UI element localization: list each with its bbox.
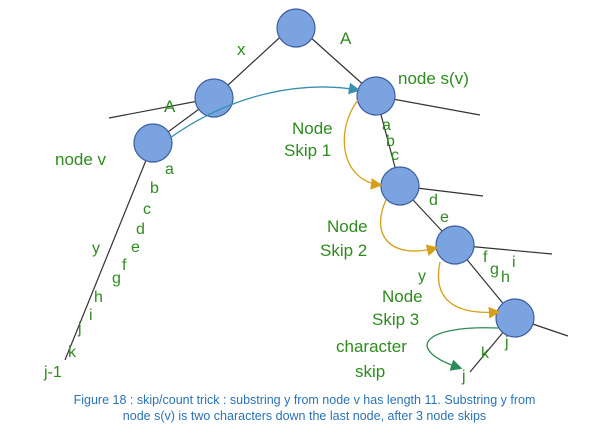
label-skip3-line2: Skip 3 [372,310,419,329]
node-skip3 [495,298,535,338]
label-skip1-line2: Skip 1 [284,141,331,160]
char-b-left: b [150,180,159,197]
label-node-sv: node s(v) [398,69,469,88]
label-x: x [237,40,246,59]
label-node-v: node v [55,150,107,169]
label-skip1-line1: Node [292,119,333,138]
label-skip2-line2: Skip 2 [320,241,367,260]
node-v [133,123,173,163]
node-skip-2-arrow [380,199,439,256]
char-c-right: c [391,147,399,164]
label-A-left: A [164,97,176,116]
figure-caption: Figure 18 : skip/count trick : substring… [0,392,609,424]
label-character-line2: skip [355,362,385,381]
char-y-left: y [92,240,100,257]
char-b-right: b [386,133,395,150]
char-k-right: k [481,345,490,362]
node-skip-1-arrow [343,99,383,190]
label-skip2-line1: Node [327,217,368,236]
suffix-link-arrow [169,82,361,139]
label-A-top: A [340,29,352,48]
char-h-left: h [94,289,103,306]
char-e-right: e [440,209,449,226]
char-j-left: j [77,320,82,337]
char-i-left: i [89,307,93,324]
char-f-left: f [122,257,127,274]
char-y-right: y [418,268,426,285]
label-skip3-line1: Node [382,287,423,306]
node-root [276,8,316,48]
node-skip-3-arrow [437,261,501,319]
char-a-right: a [382,117,391,134]
node-sv [356,76,396,116]
char-d-right: d [429,192,438,209]
char-i-right: i [512,254,516,271]
char-j-bottom: j [461,368,466,385]
character-skip-arrow [426,327,499,371]
char-d-left: d [136,221,145,238]
char-j-right: j [504,334,509,351]
char-g-left: g [112,270,121,287]
caption-line-1: Figure 18 : skip/count trick : substring… [73,393,536,407]
char-k-left: k [68,344,77,361]
char-a-left: a [165,161,174,178]
node-skip1 [380,166,420,206]
node-mid [194,78,234,118]
edge-v-down [64,142,154,361]
node-skip2 [435,225,475,265]
char-g-right: g [490,261,499,278]
char-c-left: c [143,201,151,218]
caption-line-2: node s(v) is two characters down the las… [122,409,487,423]
char-e-left: e [131,239,140,256]
diagram-labels: x A A node v node s(v) Node Skip 1 Node … [43,29,516,385]
char-j-minus-1: j-1 [43,364,62,381]
tree-edges [64,27,569,373]
char-f-right: f [483,249,488,266]
label-character-line1: character [336,337,407,356]
char-h-right: h [501,269,510,286]
